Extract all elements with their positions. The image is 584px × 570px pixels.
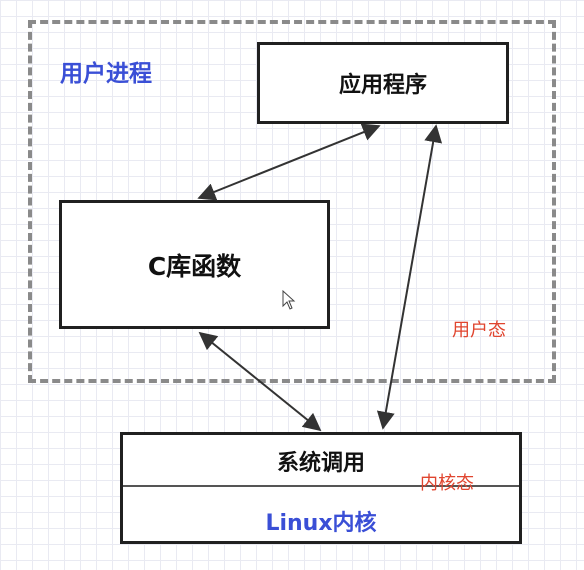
application-label: 应用程序 [338, 73, 427, 98]
arrow-app-syscall [376, 124, 443, 430]
arrow-clib-syscall [198, 331, 322, 432]
application-box: 应用程序 [257, 42, 509, 124]
c-library-box: C库函数 [59, 200, 330, 329]
kernel-mode-label: 内核态 [420, 473, 474, 494]
user-process-label: 用户进程 [60, 61, 152, 87]
linux-kernel-label: Linux内核 [265, 511, 377, 536]
system-call-label: 系统调用 [276, 451, 365, 476]
c-library-label: C库函数 [147, 251, 242, 281]
mouse-pointer-icon [282, 289, 296, 310]
kernel-box: 系统调用 Linux内核 [120, 432, 522, 544]
user-mode-label: 用户态 [452, 320, 506, 341]
kernel-divider [123, 485, 519, 487]
arrow-app-clib [197, 123, 381, 201]
